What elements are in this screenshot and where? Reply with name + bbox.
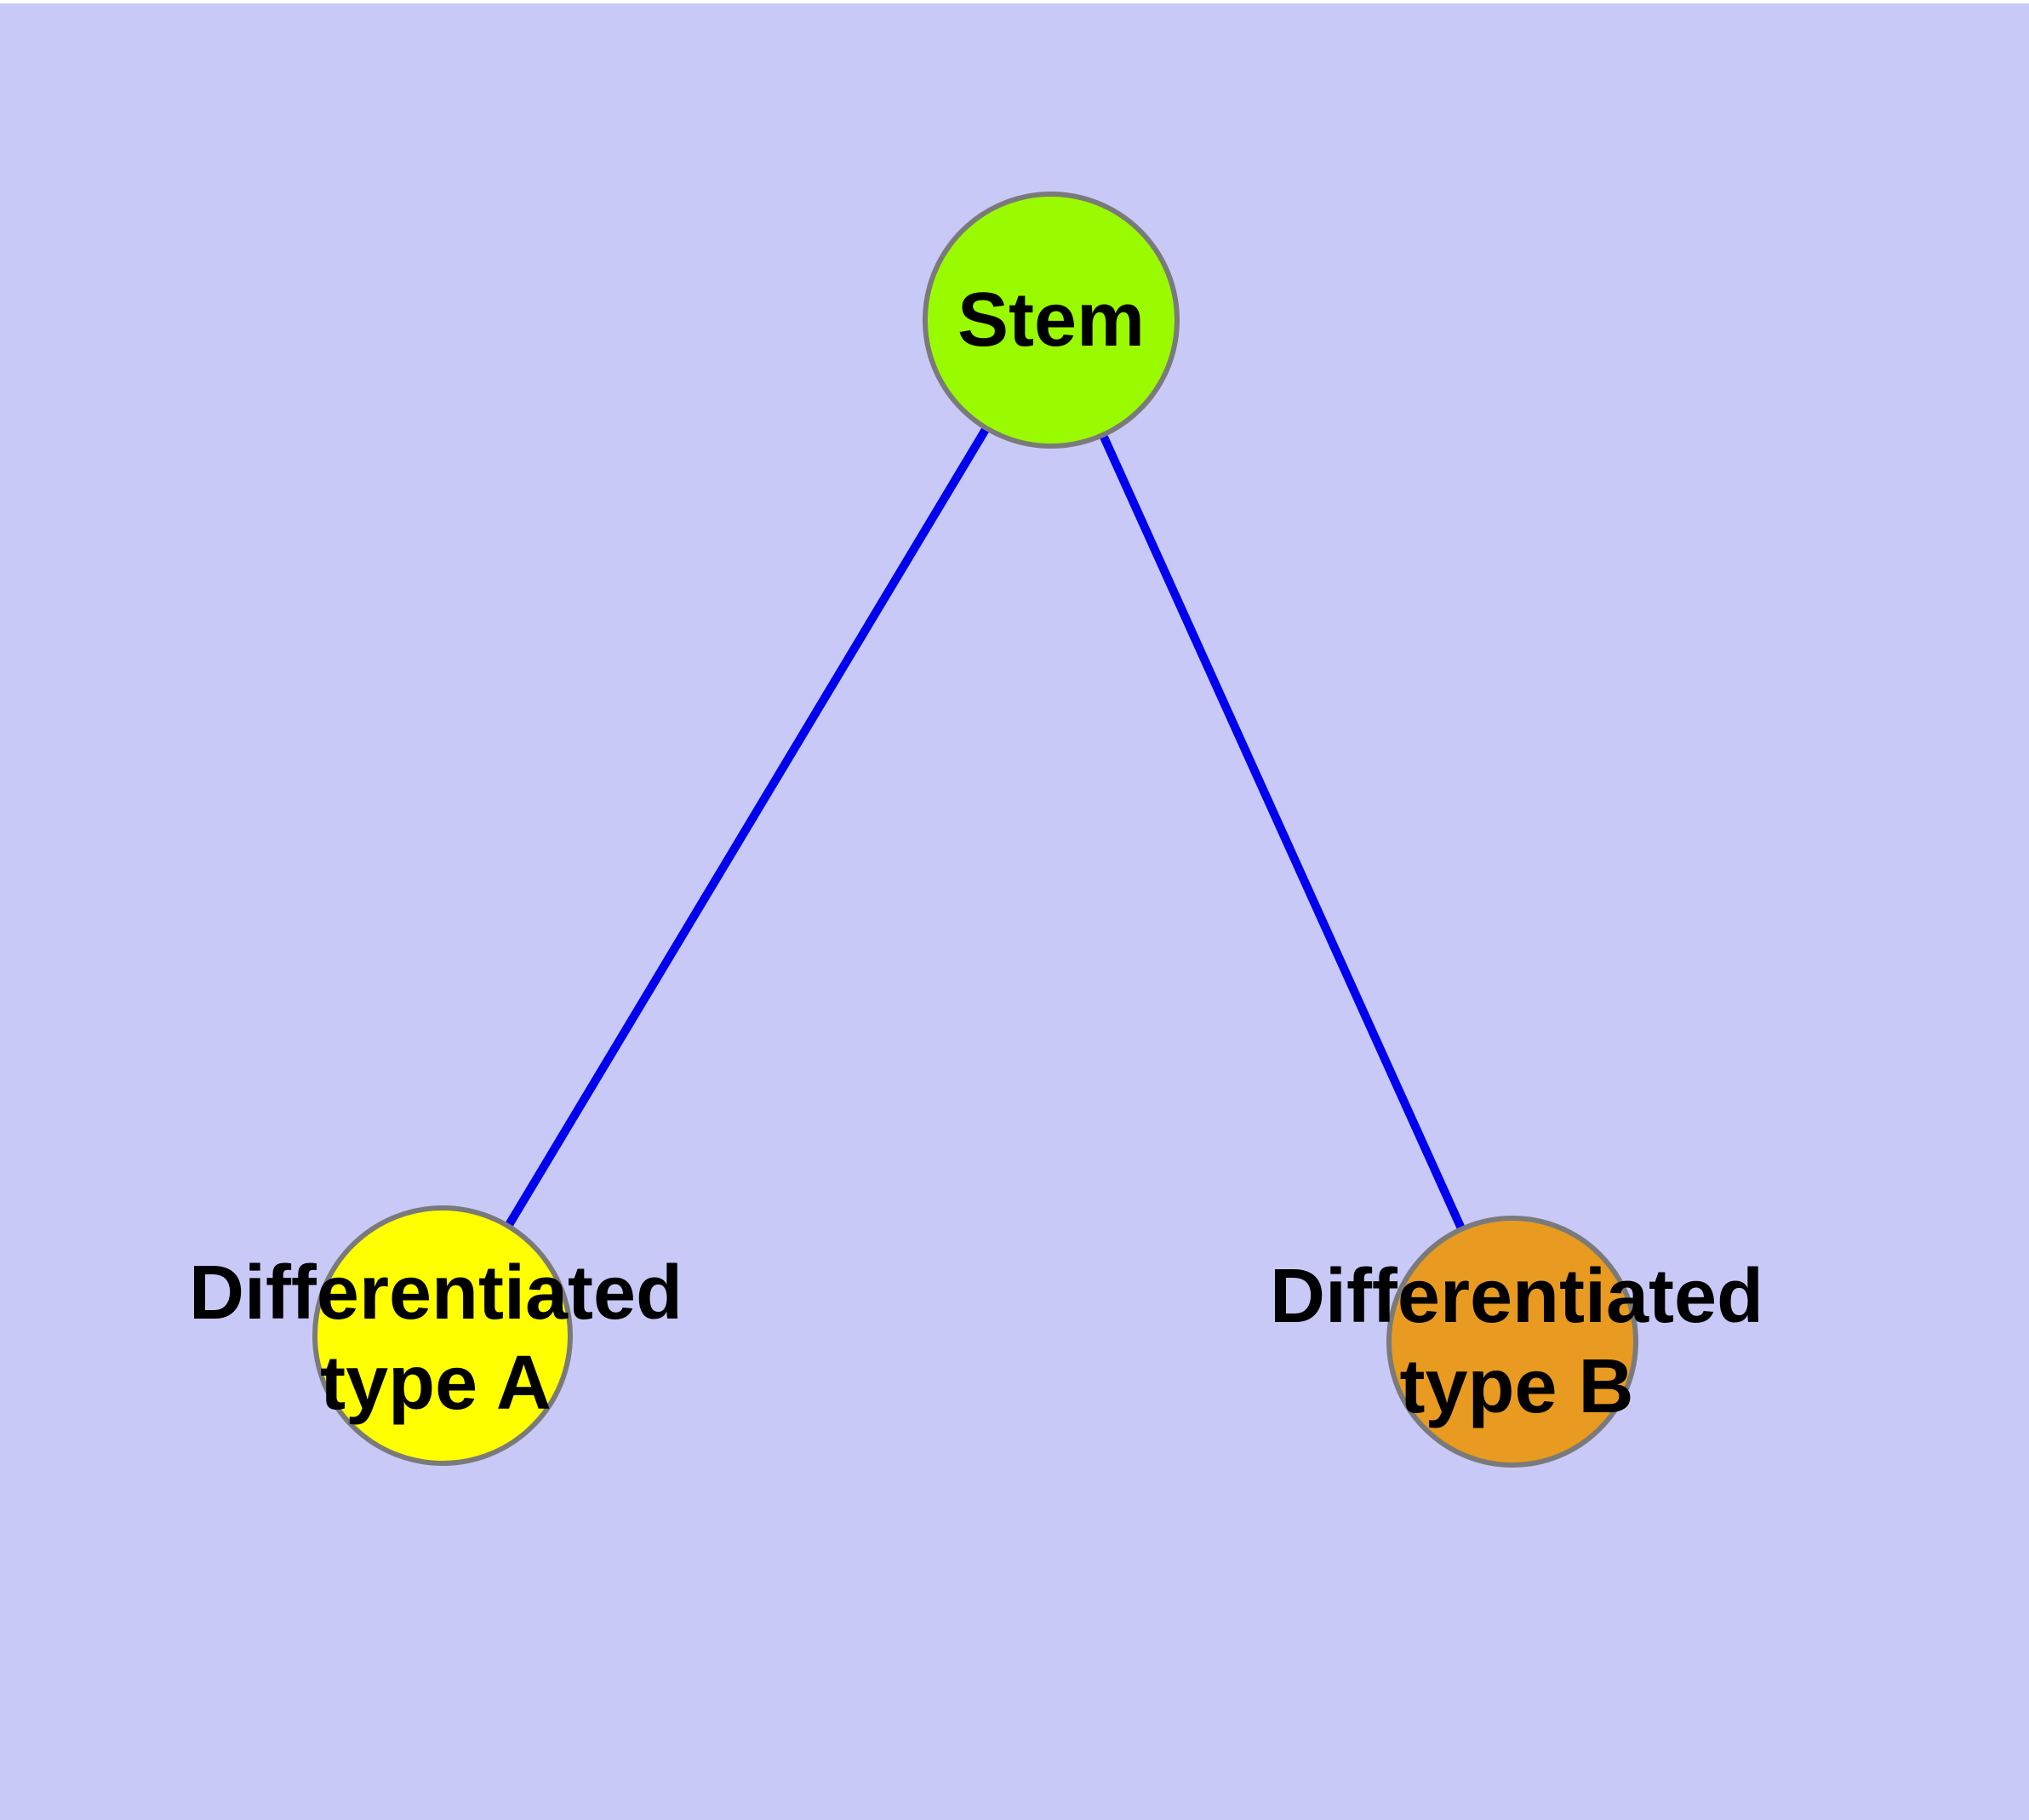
graph-svg bbox=[312, 192, 1638, 1468]
edge-stem-to-type-b bbox=[1047, 318, 1517, 1344]
node-differentiated-type-b-circle bbox=[1386, 1216, 1638, 1468]
diagram-canvas: Stem Differentiated type A Differentiate… bbox=[0, 3, 2029, 1820]
edge-stem-to-type-a bbox=[438, 318, 1055, 1338]
node-differentiated-type-a-circle bbox=[312, 1205, 573, 1466]
node-stem-circle bbox=[923, 192, 1180, 449]
